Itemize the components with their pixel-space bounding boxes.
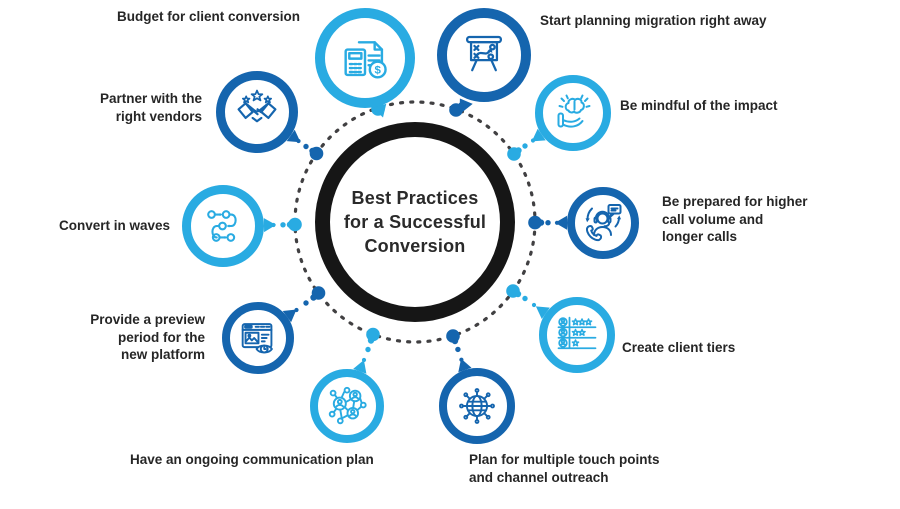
node-partner: [216, 71, 298, 153]
strategy-board-icon: [466, 35, 502, 72]
support-agent-icon: [585, 204, 622, 242]
node-touchpoints: [439, 368, 515, 444]
label-calls: Be prepared for higher call volume and l…: [662, 194, 808, 244]
browser-preview-icon: [241, 323, 273, 354]
center-circle: Best Practices for a Successful Conversi…: [315, 122, 515, 322]
label-migration: Start planning migration right away: [540, 13, 767, 28]
connector-partner: [286, 129, 324, 161]
connector-preview: [282, 286, 326, 323]
svg-text:$: $: [374, 65, 381, 77]
node-waves: [182, 185, 264, 267]
node-tiers: [539, 297, 615, 373]
node-impact: [535, 75, 611, 151]
label-partner: Partner with the right vendors: [99, 91, 202, 124]
node-communication: [310, 369, 384, 443]
node-migration: [437, 8, 531, 102]
node-calls: [567, 187, 639, 259]
node-budget: $: [315, 8, 415, 108]
node-preview: [222, 302, 294, 374]
connector-waves: [263, 217, 302, 233]
connector-tiers: [506, 284, 550, 319]
connector-calls: [528, 215, 567, 230]
brain-in-hand-icon: [557, 94, 591, 128]
label-waves: Convert in waves: [58, 218, 170, 233]
connector-migration: [449, 98, 473, 117]
process-waves-icon: [207, 210, 237, 242]
label-tiers: Create client tiers: [622, 340, 736, 355]
globe-network-icon: [459, 388, 495, 424]
label-touchpoints: Plan for multiple touch points and chann…: [469, 452, 660, 485]
connector-impact: [507, 128, 546, 161]
center-title: Best Practices for a Successful Conversi…: [343, 188, 487, 256]
label-budget: Budget for client conversion: [116, 9, 300, 24]
handshake-stars-icon: [237, 89, 277, 123]
client-tiers-icon: [557, 316, 597, 350]
people-network-icon: [328, 386, 367, 425]
label-preview: Provide a preview period for the new pla…: [90, 312, 205, 362]
connector-touchpoints: [446, 329, 472, 373]
label-impact: Be mindful of the impact: [620, 98, 778, 113]
calculator-invoice-icon: $: [344, 41, 387, 79]
connector-communication: [353, 327, 380, 374]
label-communication: Have an ongoing communication plan: [130, 452, 374, 467]
